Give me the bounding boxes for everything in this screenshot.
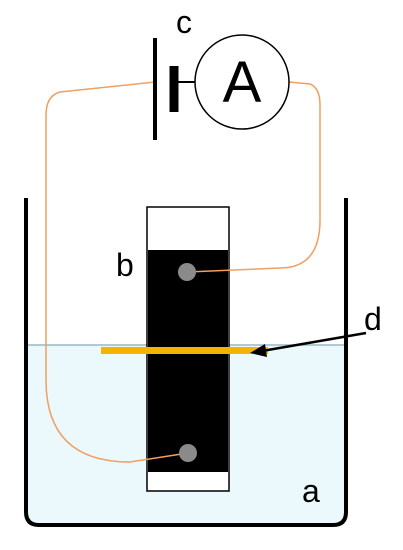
- wire-left: [45, 81, 189, 463]
- label-a: a: [302, 473, 320, 509]
- wire-right: [186, 81, 321, 273]
- strip-d: [101, 347, 268, 354]
- arrow-head: [250, 344, 267, 357]
- electrode: [148, 250, 228, 472]
- beaker: [24, 198, 348, 527]
- ammeter: [194, 34, 290, 130]
- label-b: b: [116, 247, 134, 283]
- contact-upper: [178, 263, 196, 281]
- label-c: c: [176, 4, 192, 40]
- ammeter-symbol: A: [223, 50, 262, 115]
- contact-lower: [179, 444, 197, 462]
- arrow-to-strip: [261, 331, 367, 353]
- label-d: d: [364, 301, 382, 337]
